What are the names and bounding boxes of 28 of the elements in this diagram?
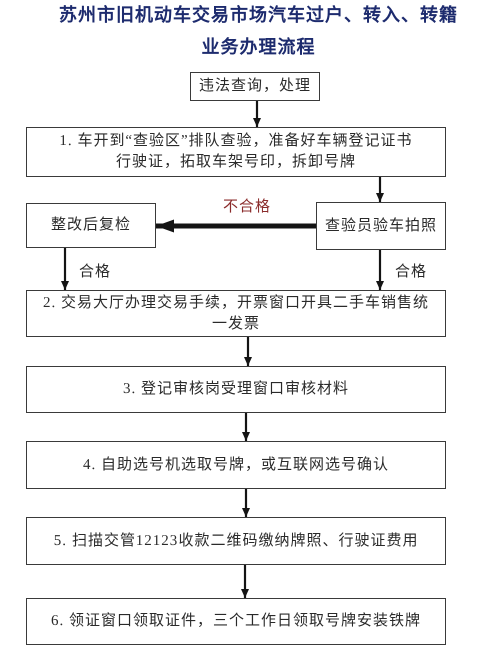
arrow	[376, 177, 384, 202]
arrow	[253, 101, 261, 127]
process-box	[26, 441, 446, 489]
step-text: 查验员验车拍照	[325, 216, 437, 236]
step-text: 4. 自助选号机选取号牌，或互联网选号确认	[83, 455, 389, 474]
process-box	[190, 72, 320, 101]
step-text: 6. 领证窗口领取证件，三个工作日领取号牌安装铁牌	[51, 611, 421, 631]
process-box	[316, 202, 446, 250]
arrow	[156, 220, 316, 232]
step-text: 1. 车开到“查验区”排队查验，准备好车辆登记证书行驶证，拓取车架号印，拆卸号牌	[58, 131, 414, 172]
arrow	[244, 337, 252, 366]
process-box	[26, 127, 446, 177]
step-text: 3. 登记审核岗受理窗口审核材料	[123, 379, 349, 399]
arrow	[242, 489, 250, 517]
step-text: 违法查询，处理	[199, 76, 311, 96]
arrow	[242, 413, 250, 441]
step-text: 整改后复检	[51, 215, 131, 235]
arrow	[241, 565, 249, 598]
title: 苏州市旧机动车交易市场汽车过户、转入、转籍业务办理流程	[58, 4, 459, 60]
step-text: 5. 扫描交管12123收款二维码缴纳牌照、行驶证费用	[54, 531, 418, 550]
process-box	[26, 366, 446, 413]
process-box	[26, 290, 446, 337]
step-text: 2. 交易大厅办理交易手续，开票窗口开具二手车销售统一发票	[42, 293, 430, 334]
process-box	[26, 203, 156, 248]
arrow	[376, 250, 384, 290]
process-box	[26, 598, 446, 645]
process-box	[26, 517, 446, 565]
arrow	[61, 248, 69, 290]
